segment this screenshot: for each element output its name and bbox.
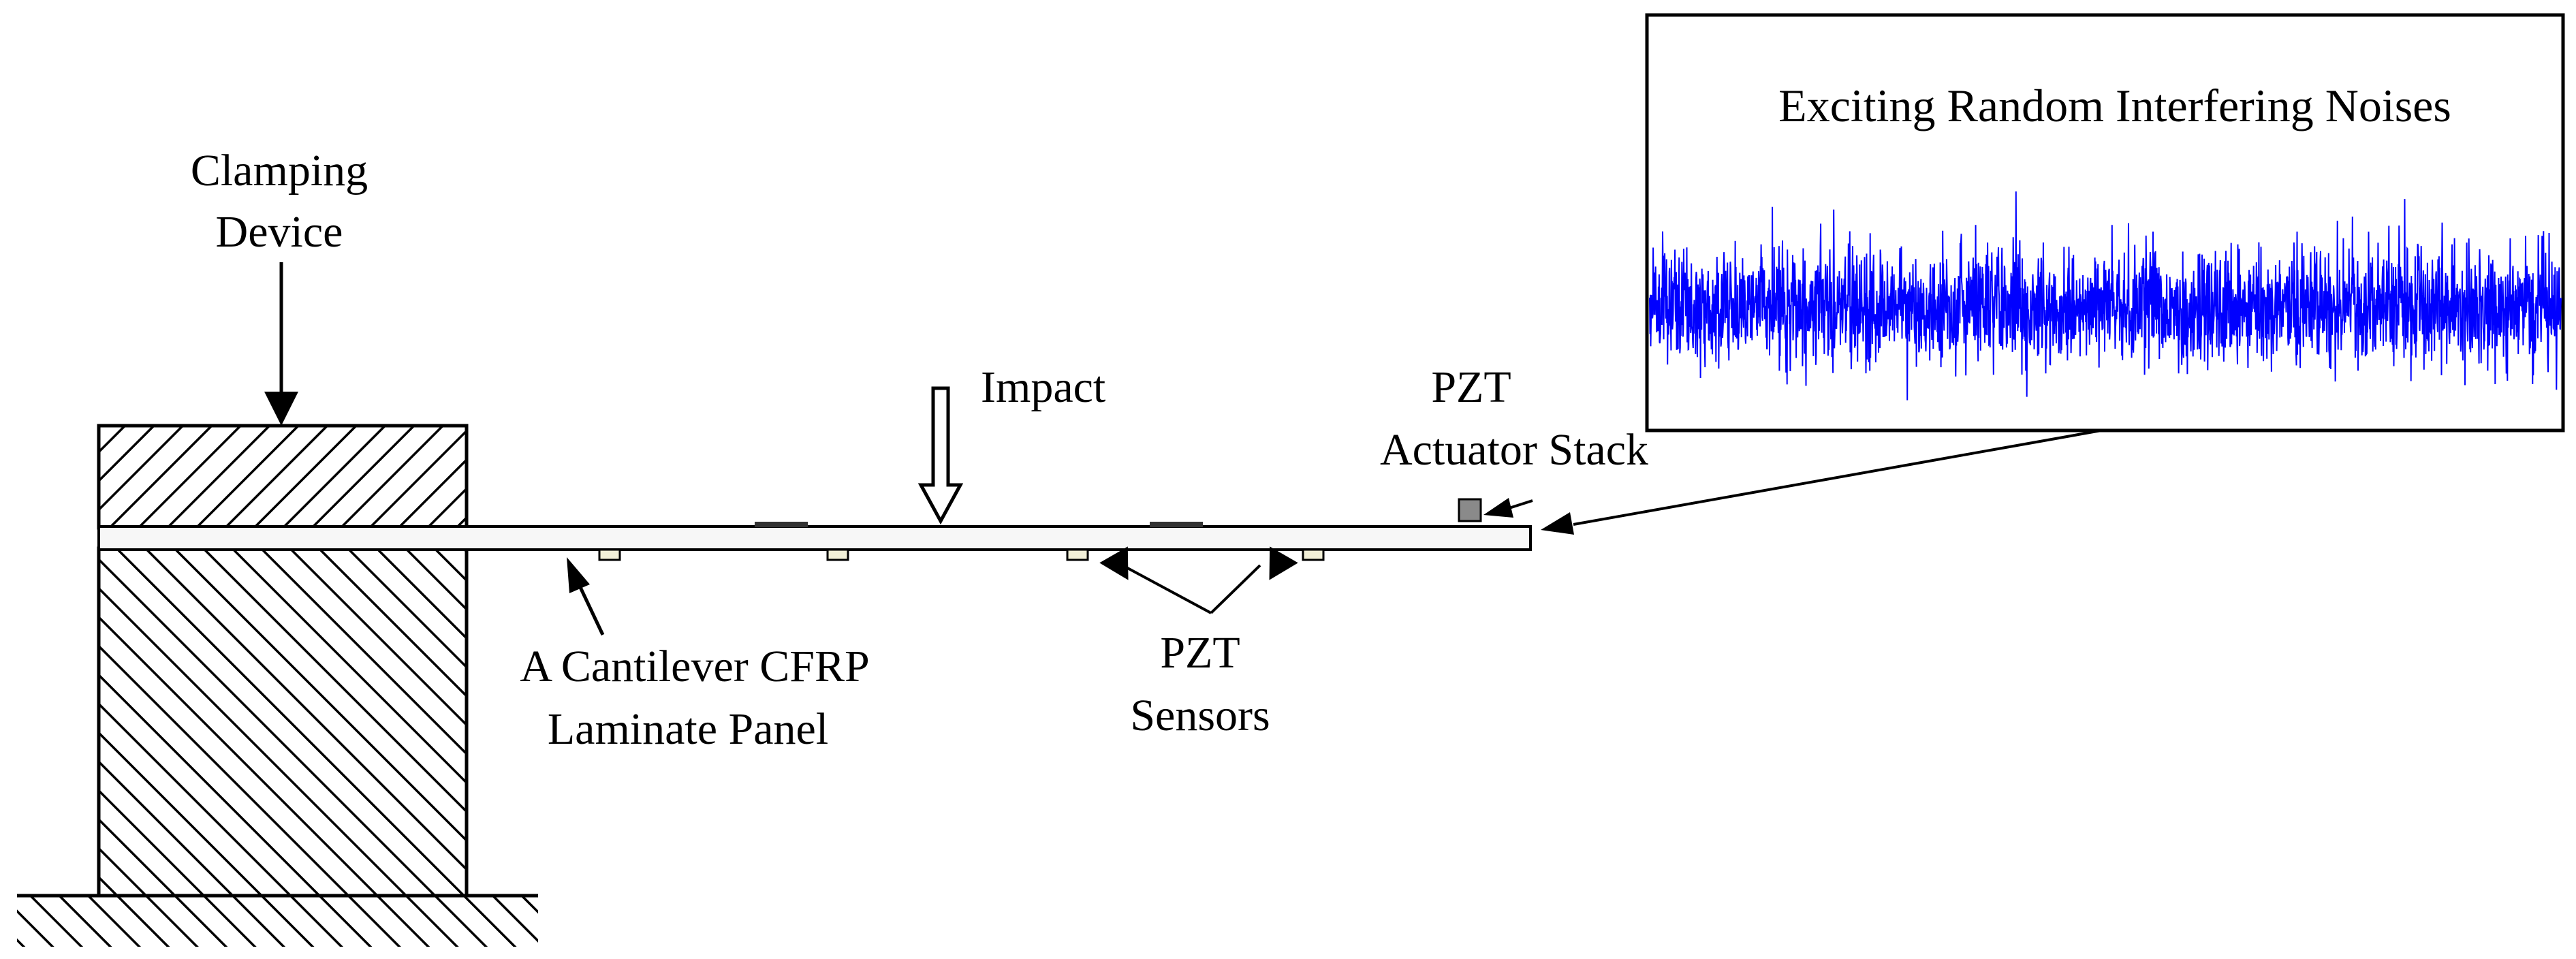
pzt-actuator-label-1: PZT	[1431, 362, 1511, 412]
pzt-sensor	[1066, 548, 1089, 561]
clamp-upper-block	[97, 424, 469, 530]
actuator-arrow	[1483, 498, 1533, 518]
clamping-device-label-2: Device	[216, 207, 343, 257]
panel-arrow	[567, 557, 605, 636]
clamp-lower-block	[97, 546, 469, 898]
impact-arrow	[917, 386, 964, 525]
pzt-actuator-label-2: Actuator Stack	[1380, 425, 1648, 475]
pzt-sensor	[598, 548, 621, 561]
impact-label: Impact	[981, 362, 1105, 412]
cantilever-panel	[97, 522, 1532, 551]
pzt-sensors-label-1: PZT	[1160, 628, 1240, 678]
noise-connector-arrow	[1541, 429, 2102, 535]
sensors-arrows	[1099, 546, 1298, 614]
pzt-sensors-label-2: Sensors	[1130, 691, 1270, 740]
noise-box-title: Exciting Random Interfering Noises	[1778, 80, 2451, 131]
top-pad	[1150, 522, 1203, 527]
clamping-device-label-1: Clamping	[191, 146, 368, 195]
clamping-arrow	[264, 262, 298, 426]
panel-beam	[97, 525, 1532, 551]
clamping-device	[17, 424, 538, 947]
pzt-sensor	[826, 548, 849, 561]
noise-box: Exciting Random Interfering Noises	[1645, 13, 2565, 433]
ground-base	[17, 896, 538, 947]
pzt-sensor	[1302, 548, 1325, 561]
top-pad	[755, 522, 808, 527]
pzt-sensors	[598, 548, 1325, 561]
noise-signal	[1649, 191, 2562, 400]
noise-box-frame	[1645, 13, 2565, 433]
pzt-actuator	[1458, 498, 1482, 522]
panel-label-1: A Cantilever CFRP	[520, 642, 869, 691]
panel-label-2: Laminate Panel	[548, 704, 828, 754]
